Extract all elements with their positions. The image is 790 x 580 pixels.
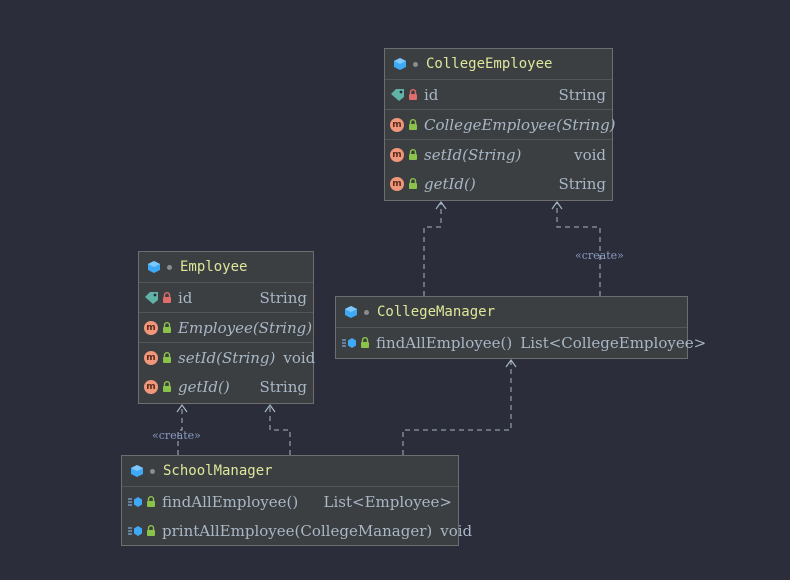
- arrowhead-collegemanager: [505, 358, 517, 368]
- arrowhead-employee-right: [264, 403, 276, 413]
- lock-icon: [146, 496, 156, 507]
- field-type: String: [558, 85, 606, 104]
- field-name: id: [424, 85, 439, 104]
- class-icon: [344, 305, 358, 319]
- lock-icon: [408, 119, 418, 130]
- constructor-row[interactable]: m Employee(String): [139, 313, 313, 342]
- lock-icon: [162, 322, 172, 333]
- lock-icon: [162, 292, 172, 303]
- dependency-collegemanager-collegeemployee-create: [556, 203, 601, 296]
- class-header[interactable]: CollegeManager: [336, 297, 687, 328]
- implementation-method-icon: [341, 337, 357, 349]
- method-row[interactable]: m getId() String: [385, 169, 612, 198]
- dependency-schoolmanager-employee-create: [177, 406, 183, 455]
- class-name: SchoolManager: [163, 463, 273, 479]
- method-name: getId(): [424, 174, 476, 193]
- method-return-type: String: [558, 174, 606, 193]
- method-name: printAllEmployee(CollegeManager): [162, 521, 433, 540]
- stereotype-create-schoolmanager: «create»: [152, 429, 201, 442]
- lock-icon: [146, 525, 156, 536]
- dependency-schoolmanager-collegemanager: [402, 361, 512, 455]
- method-icon: m: [390, 147, 404, 162]
- lock-icon: [162, 352, 172, 363]
- dependency-schoolmanager-employee: [269, 406, 291, 455]
- field-icon: [390, 88, 406, 102]
- stereotype-create-collegemanager: «create»: [575, 249, 624, 262]
- method-return-type: void: [574, 145, 606, 164]
- fields-section: id String: [385, 80, 612, 110]
- class-schoolmanager[interactable]: SchoolManager findAllEmployee() List<Emp…: [121, 455, 472, 546]
- class-icon: [393, 57, 407, 71]
- methods-section: m setId(String) void m getId() String: [139, 343, 316, 401]
- method-return-type: String: [259, 377, 307, 396]
- methods-section: m setId(String) void m getId() String: [385, 140, 612, 198]
- class-icon: [147, 260, 161, 274]
- class-collegeemployee[interactable]: CollegeEmployee id String m CollegeEmplo…: [384, 48, 616, 201]
- lock-icon: [360, 337, 370, 348]
- class-name: Employee: [180, 259, 248, 275]
- visibility-dot-icon: [150, 468, 155, 474]
- method-icon: m: [390, 176, 404, 191]
- method-row[interactable]: findAllEmployee() List<Employee>: [122, 487, 458, 516]
- visibility-dot-icon: [167, 264, 172, 270]
- method-icon: m: [144, 379, 158, 394]
- method-name: findAllEmployee(): [162, 492, 299, 511]
- method-icon: m: [144, 320, 158, 335]
- constructors-section: m Employee(String): [139, 313, 313, 343]
- class-header[interactable]: Employee: [139, 252, 313, 283]
- method-return-type: void: [283, 348, 316, 367]
- method-name: findAllEmployee(): [376, 333, 513, 352]
- implementation-method-icon: [127, 496, 143, 508]
- lock-icon: [408, 89, 418, 100]
- method-return-type: List<Employee>: [323, 492, 452, 511]
- visibility-dot-icon: [413, 61, 418, 67]
- class-header[interactable]: SchoolManager: [122, 456, 458, 487]
- method-row[interactable]: m getId() String: [139, 372, 313, 401]
- field-type: String: [259, 288, 307, 307]
- lock-icon: [162, 381, 172, 392]
- field-row[interactable]: id String: [139, 283, 313, 312]
- class-name: CollegeManager: [377, 304, 496, 320]
- arrowhead-collegeemployee-right: [551, 200, 563, 210]
- arrowhead-collegeemployee-left: [435, 200, 447, 210]
- visibility-dot-icon: [364, 309, 369, 315]
- dependency-collegemanager-collegeemployee: [423, 203, 442, 296]
- arrowhead-employee-left: [176, 403, 188, 413]
- class-name: CollegeEmployee: [426, 56, 553, 72]
- class-icon: [130, 464, 144, 478]
- method-row[interactable]: m setId(String) void: [385, 140, 612, 169]
- method-row[interactable]: findAllEmployee() List<CollegeEmployee>: [336, 328, 706, 357]
- constructor-name: CollegeEmployee(String): [424, 115, 616, 134]
- method-name: getId(): [178, 377, 230, 396]
- constructors-section: m CollegeEmployee(String): [385, 110, 616, 140]
- method-row[interactable]: m setId(String) void: [139, 343, 316, 372]
- field-row[interactable]: id String: [385, 80, 612, 109]
- lock-icon: [408, 178, 418, 189]
- fields-section: id String: [139, 283, 313, 313]
- constructor-name: Employee(String): [178, 318, 313, 337]
- method-icon: m: [390, 117, 404, 132]
- methods-section: findAllEmployee() List<CollegeEmployee>: [336, 328, 706, 357]
- field-name: id: [178, 288, 193, 307]
- class-employee[interactable]: Employee id String m Employee(String) m: [138, 251, 316, 404]
- methods-section: findAllEmployee() List<Employee> printAl…: [122, 487, 472, 545]
- method-name: setId(String): [178, 348, 276, 367]
- method-return-type: void: [440, 521, 473, 540]
- class-collegemanager[interactable]: CollegeManager findAllEmployee() List<Co…: [335, 296, 706, 359]
- method-return-type: List<CollegeEmployee>: [520, 333, 707, 352]
- constructor-row[interactable]: m CollegeEmployee(String): [385, 110, 616, 139]
- class-header[interactable]: CollegeEmployee: [385, 49, 612, 80]
- method-icon: m: [144, 350, 158, 365]
- method-name: setId(String): [424, 145, 522, 164]
- method-row[interactable]: printAllEmployee(CollegeManager) void: [122, 516, 472, 545]
- lock-icon: [408, 149, 418, 160]
- field-icon: [144, 291, 160, 305]
- implementation-method-icon: [127, 525, 143, 537]
